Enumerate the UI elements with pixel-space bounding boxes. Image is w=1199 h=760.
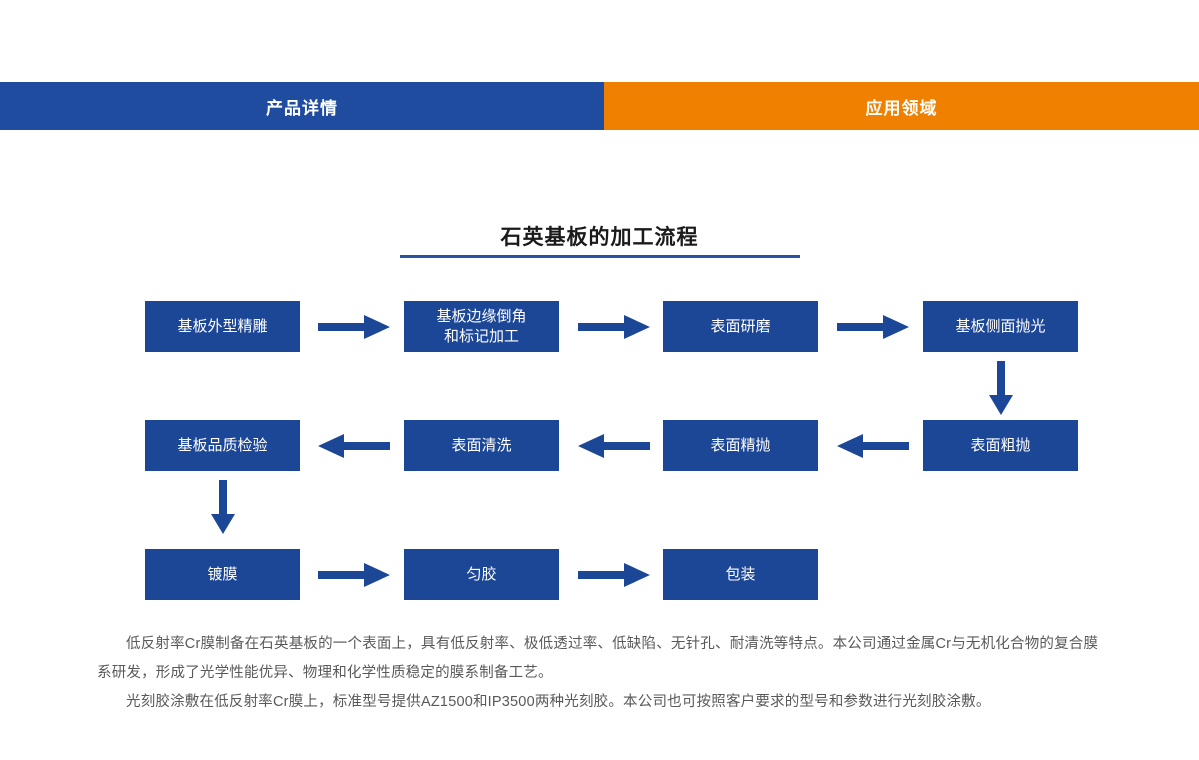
arrow-right-icon xyxy=(578,314,650,340)
flow-node-coating[interactable]: 镀膜 xyxy=(145,549,300,600)
arrow-left-icon xyxy=(837,433,909,459)
flow-node-label: 匀胶 xyxy=(466,565,497,583)
flow-node-label: 镀膜 xyxy=(207,565,238,583)
flow-node-label: 表面精抛 xyxy=(710,436,771,454)
flow-node-packaging[interactable]: 包装 xyxy=(663,549,818,600)
flow-node-label-group: 基板边缘倒角 和标记加工 xyxy=(436,307,526,345)
flow-node-label: 表面研磨 xyxy=(710,317,771,335)
arrow-right-icon xyxy=(318,562,390,588)
arrow-right-icon xyxy=(837,314,909,340)
flow-node-resist-coating[interactable]: 匀胶 xyxy=(404,549,559,600)
arrow-left-icon xyxy=(318,433,390,459)
flow-node-rough-polishing[interactable]: 表面粗抛 xyxy=(923,420,1078,471)
page-title: 石英基板的加工流程 xyxy=(500,226,699,249)
tab-application-areas-label: 应用领域 xyxy=(865,98,938,118)
flow-node-label: 包装 xyxy=(725,565,756,583)
flow-node-label: 基板品质检验 xyxy=(177,436,268,454)
tab-product-details-label: 产品详情 xyxy=(266,98,338,118)
flow-node-label: 表面清洗 xyxy=(451,436,512,454)
flow-node-side-polishing[interactable]: 基板侧面抛光 xyxy=(923,301,1078,352)
flow-node-label: 基板侧面抛光 xyxy=(955,317,1046,335)
flow-node-label-line2: 和标记加工 xyxy=(443,327,519,345)
flow-node-label: 表面粗抛 xyxy=(970,436,1031,454)
description-block: 低反射率Cr膜制备在石英基板的一个表面上，具有低反射率、极低透过率、低缺陷、无针… xyxy=(97,630,1107,717)
arrow-down-icon xyxy=(210,480,236,534)
flow-node-surface-cleaning[interactable]: 表面清洗 xyxy=(404,420,559,471)
tab-product-details[interactable]: 产品详情 xyxy=(0,82,604,130)
flow-node-substrate-shaping[interactable]: 基板外型精雕 xyxy=(145,301,300,352)
title-underline-rule xyxy=(400,255,800,258)
tab-bar: 产品详情 应用领域 xyxy=(0,82,1199,130)
arrow-right-icon xyxy=(318,314,390,340)
arrow-right-icon xyxy=(578,562,650,588)
flow-node-label-line1: 基板边缘倒角 xyxy=(436,308,527,326)
flow-node-surface-grinding[interactable]: 表面研磨 xyxy=(663,301,818,352)
flow-node-edge-chamfer-marking[interactable]: 基板边缘倒角 和标记加工 xyxy=(404,301,559,352)
flow-node-quality-inspection[interactable]: 基板品质检验 xyxy=(145,420,300,471)
arrow-down-icon xyxy=(988,361,1014,415)
description-paragraph-2: 光刻胶涂敷在低反射率Cr膜上，标准型号提供AZ1500和IP3500两种光刻胶。… xyxy=(126,694,991,710)
flow-node-label: 基板外型精雕 xyxy=(177,317,268,335)
flow-node-fine-polishing[interactable]: 表面精抛 xyxy=(663,420,818,471)
description-paragraph-1: 低反射率Cr膜制备在石英基板的一个表面上，具有低反射率、极低透过率、低缺陷、无针… xyxy=(97,636,1099,681)
tab-application-areas[interactable]: 应用领域 xyxy=(604,82,1199,130)
arrow-left-icon xyxy=(578,433,650,459)
